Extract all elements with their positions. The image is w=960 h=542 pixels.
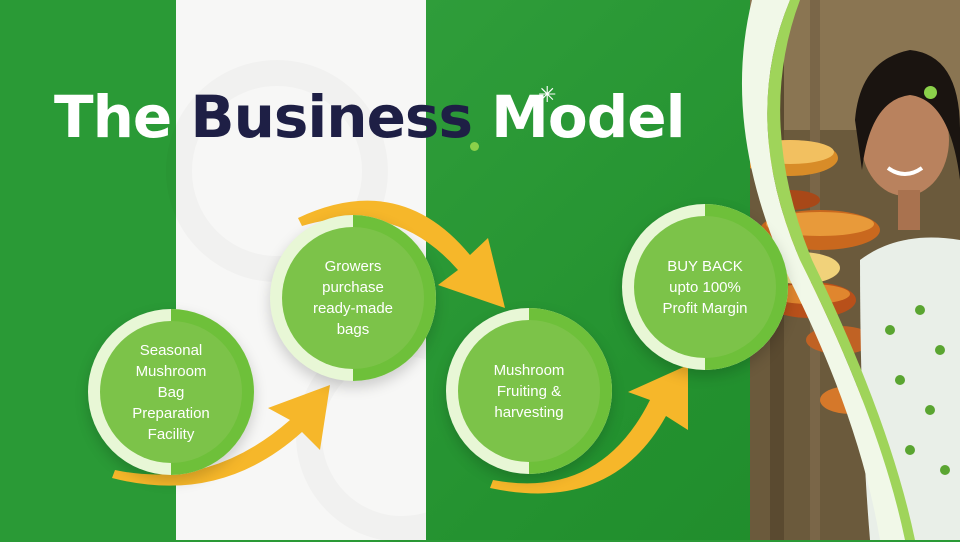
page-title: The Business Model [54,88,685,146]
title-word-business: Business [190,83,473,151]
flow-step-label: Seasonal Mushroom Bag Preparation Facili… [132,341,210,443]
accent-dot [924,86,937,99]
title-word-the: The [54,83,191,151]
sparkle-icon: ✳ [538,82,557,107]
flow-step-buy-back: BUY BACK upto 100% Profit Margin [622,204,788,370]
flow-step-growers-purchase: Growers purchase ready-made bags [270,215,436,381]
title-word-model: Model [471,83,685,151]
flow-step-label: Mushroom Fruiting & harvesting [493,361,565,421]
flow-step-fruiting-harvesting: Mushroom Fruiting & harvesting [446,308,612,474]
flow-step-bag-preparation: Seasonal Mushroom Bag Preparation Facili… [88,309,254,475]
flow-step-label: BUY BACK upto 100% Profit Margin [662,257,748,317]
flow-step-label: Growers purchase ready-made bags [312,258,394,338]
accent-dot [470,142,479,151]
